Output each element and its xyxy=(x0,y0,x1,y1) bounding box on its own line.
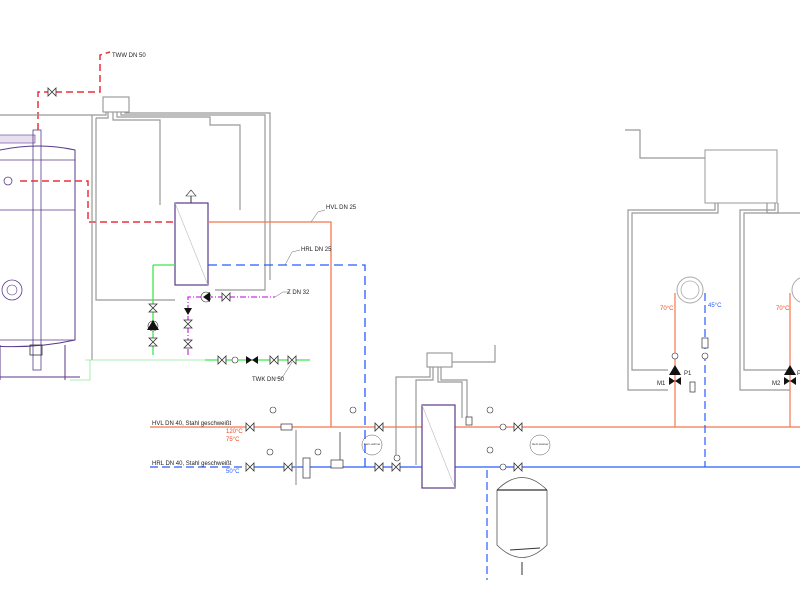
valve[interactable] xyxy=(217,355,227,365)
temp-45: 45°C xyxy=(708,303,722,309)
temp-70-2: 70°C xyxy=(776,306,790,312)
expansion-vessel xyxy=(496,477,548,575)
heat-exchanger xyxy=(174,189,209,286)
twk-label: TWK DN 50 xyxy=(252,377,285,383)
svg-text:Heiz-wasser: Heiz-wasser xyxy=(532,442,549,446)
valve[interactable] xyxy=(283,462,293,472)
tank-hx-pipe xyxy=(20,180,175,223)
pump-icon xyxy=(147,320,159,330)
valve[interactable] xyxy=(245,422,255,432)
svg-text:Fern-wärme: Fern-wärme xyxy=(364,442,381,446)
hrl-dn25-pipe xyxy=(208,264,366,470)
heating-circuit-1 xyxy=(669,276,709,467)
controller-box-3 xyxy=(704,149,778,204)
p2-label: P xyxy=(797,371,800,377)
valve[interactable] xyxy=(374,422,384,432)
valve[interactable] xyxy=(148,337,158,347)
m2-label: M2 xyxy=(772,381,781,387)
valve[interactable] xyxy=(374,462,384,472)
valve[interactable] xyxy=(269,355,279,365)
controller-box-2 xyxy=(426,352,453,368)
valve[interactable] xyxy=(47,87,57,97)
valve[interactable] xyxy=(513,462,523,472)
valve[interactable] xyxy=(287,355,297,365)
valve[interactable] xyxy=(245,462,255,472)
valve[interactable] xyxy=(183,339,193,349)
p1-label: P1 xyxy=(684,371,692,377)
pump-icon xyxy=(203,292,210,302)
temp-50: 50°C xyxy=(226,469,240,475)
valve[interactable] xyxy=(148,303,158,313)
hrl-main-label: HRL DN 40, Stahl geschweißt xyxy=(152,461,232,467)
hvl-dn25-label: HVL DN 25 xyxy=(326,205,357,211)
valve[interactable] xyxy=(183,319,193,329)
tww-label: TWW DN 50 xyxy=(112,53,146,59)
hvl-main-label: HVL DN 40, Stahl geschweißt xyxy=(152,421,231,427)
twk-pipe xyxy=(152,264,175,355)
controller-box xyxy=(102,96,130,113)
circulation-pipe xyxy=(187,296,275,355)
z-label: Z DN 32 xyxy=(287,290,310,296)
temp-70-1: 70°C xyxy=(660,306,674,312)
temp-75: 75°C xyxy=(226,437,240,443)
temp-120: 120°C xyxy=(226,429,243,435)
hvl-dn25-pipe xyxy=(208,221,332,427)
valve[interactable] xyxy=(391,462,401,472)
m1-label: M1 xyxy=(657,381,666,387)
storage-tank xyxy=(0,129,80,380)
valve[interactable] xyxy=(221,292,231,302)
heating-circuit-2 xyxy=(784,277,800,427)
fernwaerme-indicator: Fern-wärme xyxy=(361,434,383,456)
heizwasser-indicator: Heiz-wasser xyxy=(529,434,551,456)
hrl-dn25-label: HRL DN 25 xyxy=(301,247,332,253)
valve[interactable] xyxy=(513,422,523,432)
heat-exchanger-2 xyxy=(421,404,456,489)
tww-pipe xyxy=(37,51,111,130)
